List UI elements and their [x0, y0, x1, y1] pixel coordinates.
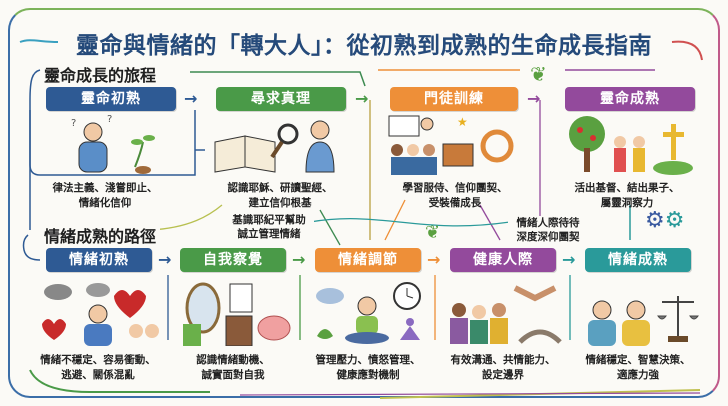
arrow-right-icon: →: [527, 89, 541, 108]
caption-self-awareness: 認識情緒動機、誠實面對自我: [196, 354, 270, 381]
link-note-1: 基識耶紀平幫助誠立管理情緒: [224, 213, 314, 241]
caption-emotion-regulation: 管理壓力、憤怒管理、健康應對機制: [315, 354, 421, 381]
svg-text:?: ?: [107, 114, 112, 125]
arrow-right-icon: →: [158, 250, 172, 269]
bible-and-praying-illustration: [214, 120, 335, 173]
title-text: 靈命與情緒的「轉大人」：從初熟到成熟的生命成長指南: [68, 33, 660, 59]
stage-emotional-immature: 情緒初熟: [46, 248, 152, 272]
gears-icon: ⚙⚙: [645, 208, 685, 233]
emotional-heading: 情緒成熟的路徑: [44, 223, 161, 247]
stage-seek-truth: 尋求真理: [216, 87, 346, 111]
calm-couple-and-scale-illustration: [588, 296, 699, 346]
stage-spiritual-immature: 靈命初熟: [46, 87, 176, 111]
confused-person-illustration: ??: [71, 114, 155, 174]
caption-discipleship: 學習服侍、信仰團契、受裝備成長: [402, 182, 508, 209]
group-handshake-illustration: [450, 285, 562, 344]
caption-seek-truth: 認識耶穌、研讀聖經、建立信仰根基: [227, 182, 333, 209]
caption-spiritual-immature: 律法主義、淺嘗即止、情緒化信仰: [52, 182, 158, 209]
svg-text:?: ?: [71, 118, 76, 129]
stage-self-awareness: 自我察覺: [180, 248, 286, 272]
caption-emotional-immature: 情緒不穩定、容易衝動、逃避、關係混亂: [40, 354, 156, 381]
mirror-journal-brain-illustration: [183, 282, 291, 346]
stage-emotional-mature: 情緒成熟: [585, 248, 691, 272]
arrow-right-icon: →: [355, 89, 369, 108]
caption-spiritual-mature: 活出基督、結出果子、屬靈洞察力: [574, 182, 680, 209]
svg-text:★: ★: [457, 115, 468, 129]
arrow-right-icon: →: [184, 89, 198, 108]
broken-heart-storm-illustration: [42, 283, 159, 346]
teaching-group-illustration: ★: [388, 115, 514, 175]
arrow-right-icon: →: [562, 250, 576, 269]
sprout-icon: ❦: [425, 222, 441, 243]
stage-spiritual-mature: 靈命成熟: [565, 87, 695, 111]
arrow-right-icon: →: [292, 250, 306, 269]
stage-emotion-regulation: 情緒調節: [315, 248, 421, 272]
fruit-tree-and-cross-illustration: [569, 116, 693, 175]
colorful-frame: [8, 8, 720, 398]
arrow-right-icon: →: [427, 250, 441, 269]
spiritual-heading: 靈命成長的旅程: [44, 62, 161, 86]
page-title: 靈命與情緒的「轉大人」：從初熟到成熟的生命成長指南: [0, 26, 728, 60]
caption-healthy-relationships: 有效溝通、共情能力、設定邊界: [450, 354, 556, 381]
leaf-icon: ❦: [530, 62, 547, 86]
meditation-illustration: [316, 282, 421, 344]
stage-healthy-relationships: 健康人際: [450, 248, 556, 272]
link-note-2: 情緒人際待待深度深仰團契: [508, 216, 588, 244]
stage-discipleship: 門徒訓練: [390, 87, 518, 111]
caption-emotional-mature: 情緒穩定、智慧決策、適應力強: [585, 354, 691, 381]
